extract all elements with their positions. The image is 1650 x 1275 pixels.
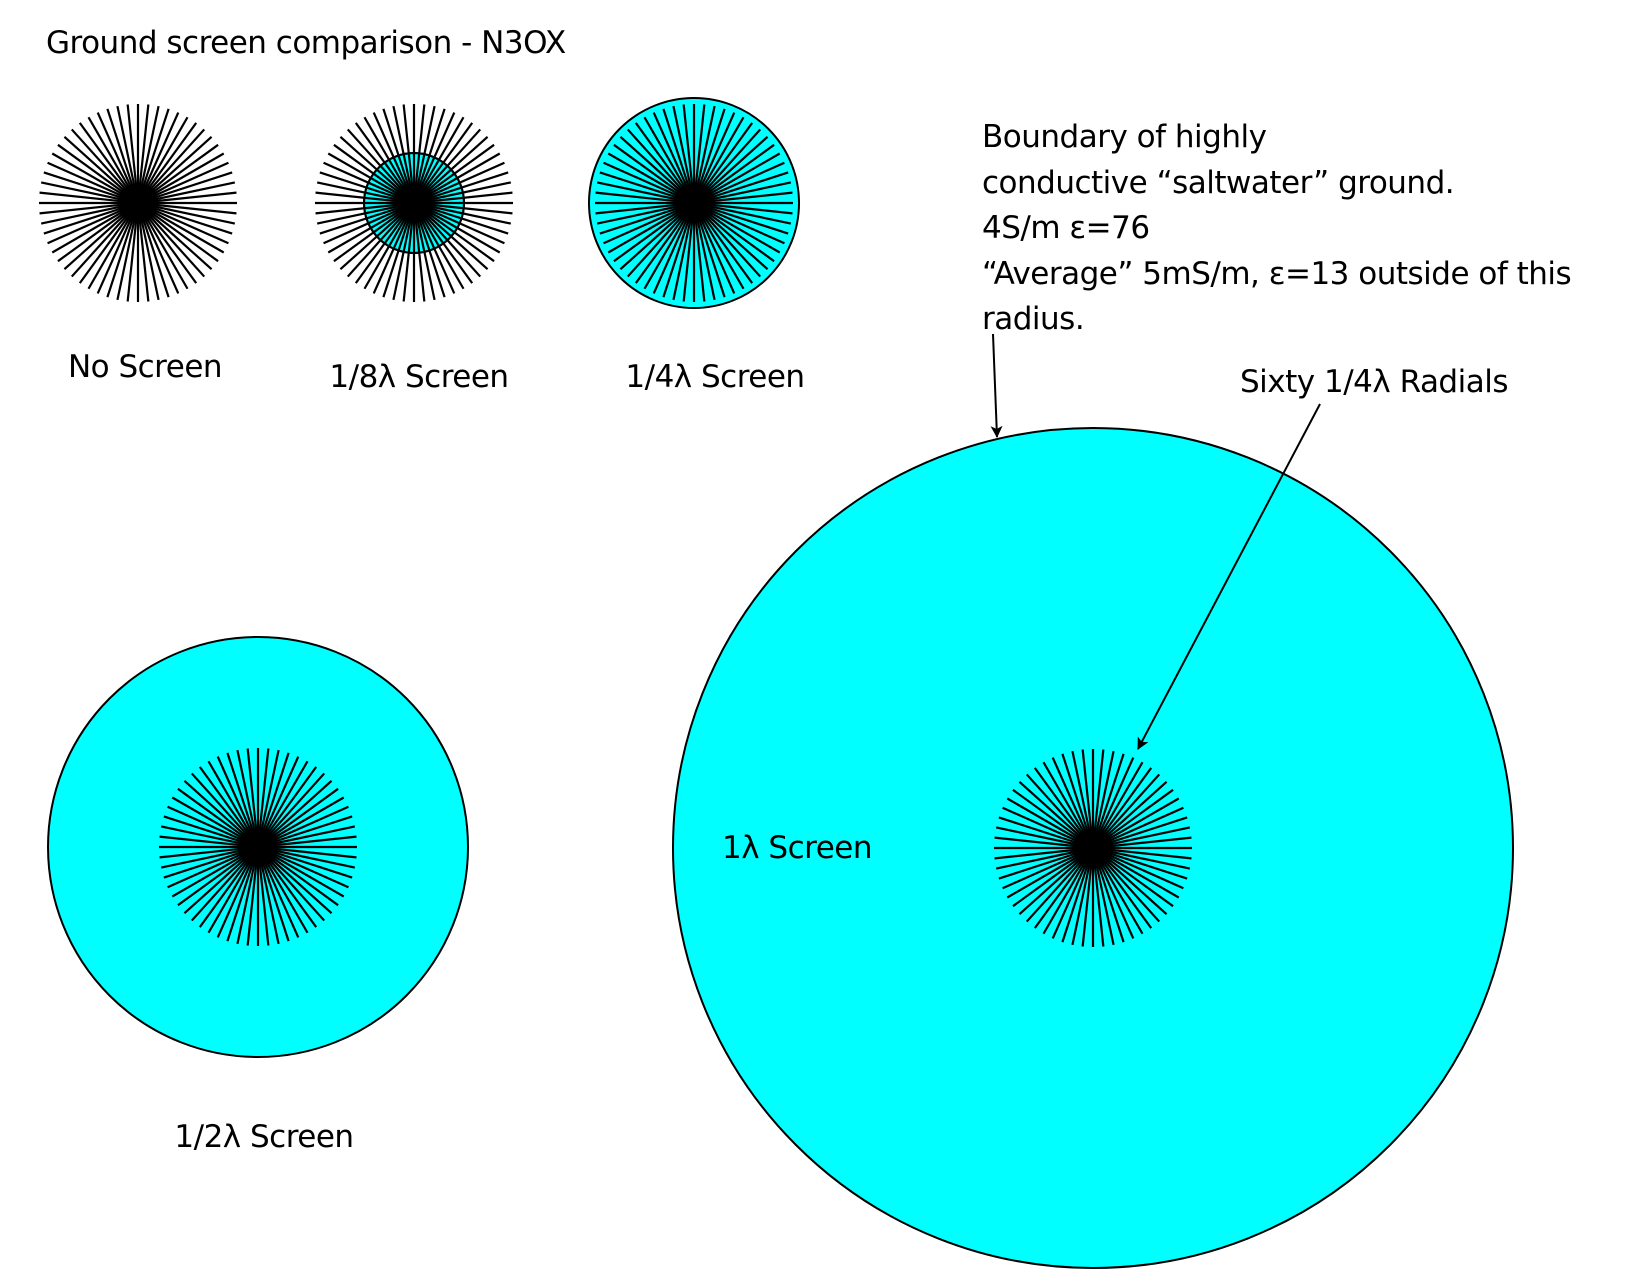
label-half-wavelength-screen: 1/2λ Screen <box>174 1119 354 1155</box>
radial-set-one-wavelength <box>994 749 1192 947</box>
label-eighth-wavelength-screen: 1/8λ Screen <box>329 359 509 395</box>
antenna-feed-hub <box>394 183 434 223</box>
boundary-arrow <box>990 333 1003 438</box>
boundary-annotation-line: “Average” 5mS/m, ε=13 outside of this <box>982 255 1572 292</box>
label-no-screen: No Screen <box>67 349 223 385</box>
radial-set-half-wavelength <box>159 748 357 946</box>
boundary-annotation-line: 4S/m ε=76 <box>982 210 1150 246</box>
antenna-feed-hub <box>118 183 158 223</box>
radials-arrow <box>1137 403 1321 750</box>
boundary-annotation-line: conductive “saltwater” ground. <box>982 164 1455 201</box>
label-quarter-wavelength-screen: 1/4λ Screen <box>625 359 805 395</box>
radials-annotation: Sixty 1/4λ Radials <box>1240 364 1509 400</box>
label-one-wavelength-screen: 1λ Screen <box>722 830 873 866</box>
screen-outline-eighth-wavelength <box>363 152 465 254</box>
radial-set-eighth-wavelength <box>315 104 513 302</box>
radial-set-no-screen <box>39 104 237 302</box>
boundary-annotation-line: Boundary of highly <box>982 119 1267 155</box>
antenna-feed-hub <box>674 183 714 223</box>
boundary-annotation: Boundary of highly conductive “saltwater… <box>982 115 1632 343</box>
antenna-feed-hub <box>238 827 278 867</box>
boundary-annotation-line: radius. <box>982 301 1085 337</box>
diagram-title: Ground screen comparison - N3OX <box>46 25 566 61</box>
radial-set-quarter-wavelength <box>595 104 793 302</box>
antenna-feed-hub <box>1073 828 1113 868</box>
